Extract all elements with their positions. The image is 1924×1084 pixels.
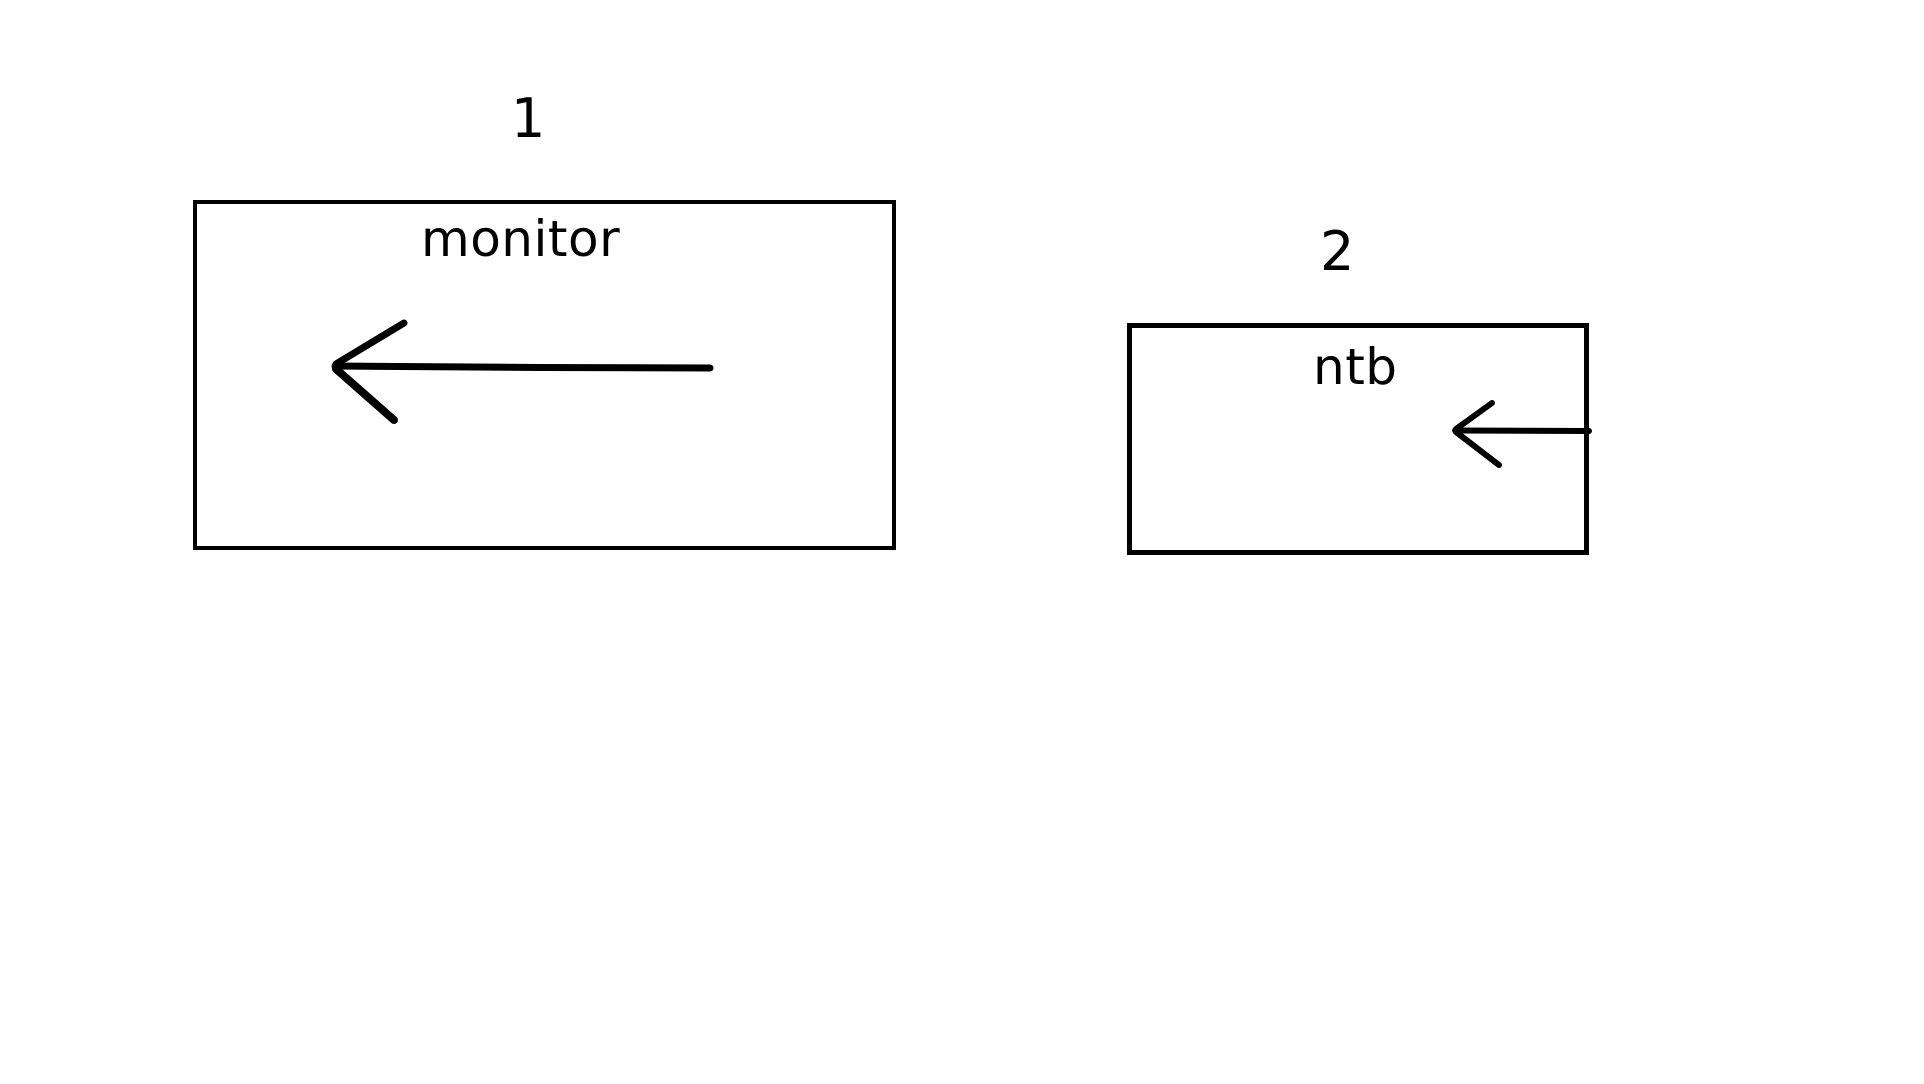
- node-1-label: monitor: [421, 210, 621, 268]
- node-2-label: ntb: [1313, 338, 1398, 396]
- node-2-box[interactable]: [1127, 323, 1589, 555]
- node-2-number: 2: [1320, 220, 1355, 283]
- node-1-number: 1: [511, 87, 546, 150]
- node-1-box[interactable]: [193, 200, 896, 550]
